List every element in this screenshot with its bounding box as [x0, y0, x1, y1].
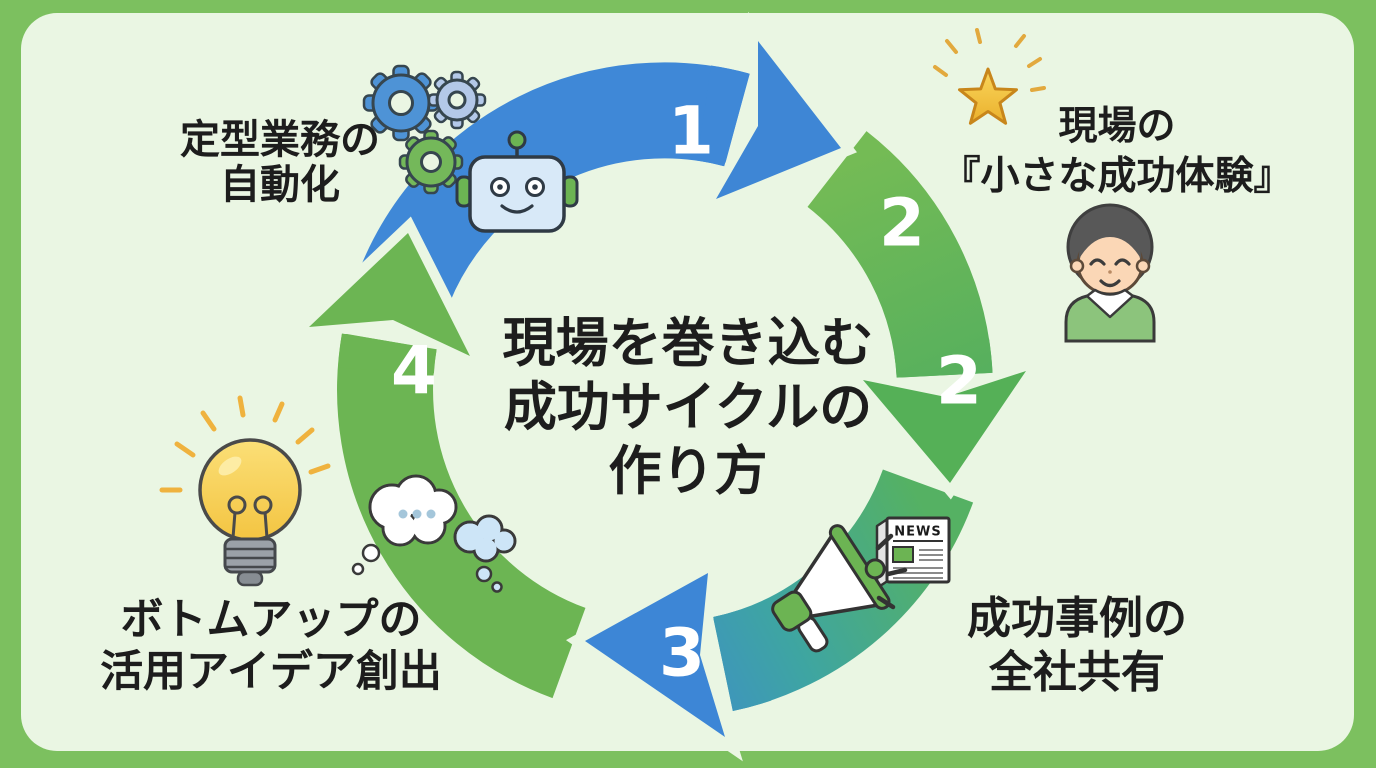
star-shape	[958, 67, 1018, 125]
step-number-4: 4	[391, 333, 437, 410]
step-label-2: 現場の 『小さな成功体験』	[932, 102, 1302, 202]
star-icon	[933, 28, 1046, 125]
arrow-4-head	[309, 233, 470, 356]
step-label-4: ボトムアップの 活用アイデア創出	[61, 594, 481, 698]
step-number-3: 3	[659, 615, 705, 692]
step-label-1: 定型業務の 自動化	[70, 118, 490, 208]
megaphone-icon	[771, 524, 908, 653]
sound-lines	[875, 533, 908, 610]
arrow-1-head	[716, 41, 841, 199]
arrow-3-patch	[712, 609, 772, 711]
step-label-3-line-2: 全社共有	[989, 647, 1165, 698]
step-number-1: 1	[668, 93, 714, 170]
gear-lightblue	[427, 70, 487, 130]
step-label-4-line-2: 活用アイデア創出	[100, 647, 442, 697]
step-number-2-lower: 2	[936, 343, 982, 420]
center-title-line-2: 成功サイクルの	[503, 377, 873, 438]
arrow-2-shaft	[806, 131, 993, 379]
gear-blue	[362, 64, 440, 142]
arrow-4-patch	[338, 333, 437, 375]
center-title-line-1: 現場を巻き込む	[502, 313, 874, 374]
arrow-1-patch	[696, 65, 750, 167]
arrow-1-shaft	[360, 62, 750, 304]
robot-icon	[455, 130, 579, 233]
step-number-2-upper: 2	[879, 185, 925, 262]
step-label-4-line-1: ボトムアップの	[120, 595, 422, 645]
arrow-3-head	[585, 573, 725, 737]
step-label-2-line-1: 現場の	[1058, 104, 1176, 149]
step-label-1-line-2: 自動化	[220, 162, 340, 208]
arrow-2-patch	[894, 338, 993, 379]
star-sparkles	[933, 28, 1046, 92]
news-label: NEWS	[894, 525, 941, 540]
step-label-2-line-2: 『小さな成功体験』	[941, 154, 1293, 199]
center-title: 現場を巻き込む 成功サイクルの 作り方	[438, 312, 938, 504]
step-label-3-line-1: 成功事例の	[967, 593, 1187, 644]
step-label-3: 成功事例の 全社共有	[917, 592, 1237, 700]
newspaper-icon: NEWS	[875, 516, 951, 590]
center-title-line-3: 作り方	[608, 441, 768, 502]
step-label-1-line-1: 定型業務の	[180, 117, 380, 163]
thought-bubbles-icon	[351, 474, 517, 593]
gear-green	[398, 129, 464, 195]
lightbulb-icon	[159, 395, 331, 587]
bulb-rays	[159, 395, 331, 493]
person-icon	[1064, 203, 1156, 343]
gears-icon	[362, 64, 487, 195]
arrow-2-head	[863, 371, 1026, 483]
